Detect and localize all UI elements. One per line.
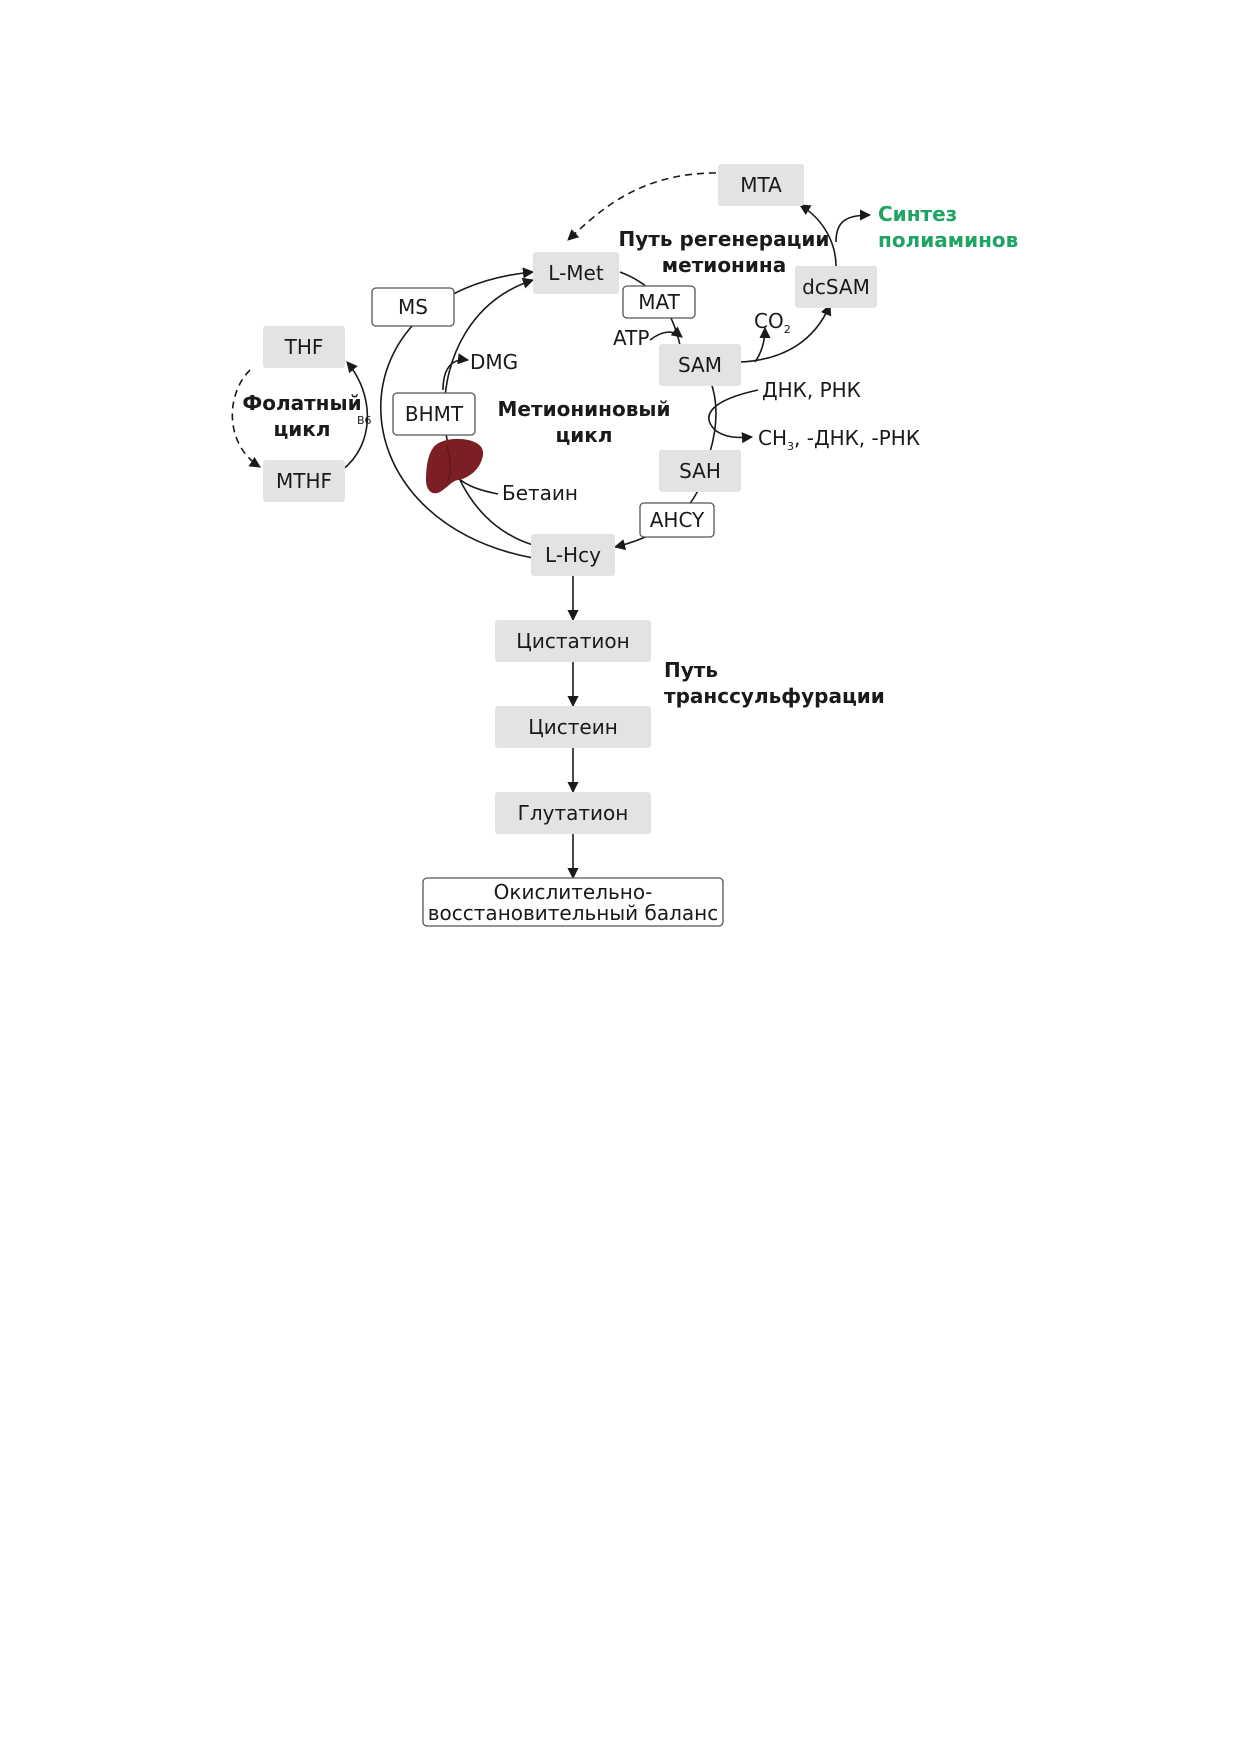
transsulfuration-line1: Путь <box>664 658 718 682</box>
polyamine-synthesis-line2: полиаминов <box>878 228 1018 252</box>
liver-icon <box>426 438 484 494</box>
node-lmet-label: L-Met <box>548 261 604 285</box>
node-mta-label: MTA <box>740 173 782 197</box>
ch3-suffix: , -ДНК, -РНК <box>794 426 920 450</box>
enzyme-ahcy-label: AHCY <box>650 508 705 532</box>
redox-line2: восстановительный баланс <box>428 901 718 925</box>
node-cystathionine: Цистатион <box>495 620 651 662</box>
node-lhcy: L-Hcy <box>531 534 615 576</box>
node-cysteine: Цистеин <box>495 706 651 748</box>
node-lhcy-label: L-Hcy <box>545 543 601 567</box>
transsulfuration-line2: транссульфурации <box>664 684 885 708</box>
node-cystathionine-label: Цистатион <box>516 629 629 653</box>
enzyme-bhmt: BHMT <box>392 392 476 436</box>
betaine-label: Бетаин <box>502 481 578 505</box>
enzyme-bhmt-label: BHMT <box>405 402 464 426</box>
arrow-sam-to-dcsam <box>739 303 832 363</box>
ch3-text: CH <box>758 426 787 450</box>
node-cysteine-label: Цистеин <box>528 715 618 739</box>
node-dcsam-label: dcSAM <box>802 275 870 299</box>
node-sam-label: SAM <box>678 353 722 377</box>
arrow-atp <box>649 326 683 341</box>
methylated-dna-rna-label: CH3, -ДНК, -РНК <box>758 426 920 453</box>
co2-label: CO2 <box>754 309 791 336</box>
enzyme-ms: MS <box>371 287 455 327</box>
methionine-cycle-line1: Метиониновый <box>498 397 671 421</box>
vitamin-b6-label: B6 <box>357 414 372 427</box>
node-sah: SAH <box>659 450 741 492</box>
node-mthf-label: MTHF <box>276 469 332 493</box>
redox-line1: Окислительно- <box>494 880 653 904</box>
arrow-polyamines <box>835 209 872 243</box>
arrow-sam-to-sah <box>709 379 717 453</box>
node-glutathione-label: Глутатион <box>518 801 629 825</box>
node-mta: MTA <box>718 164 804 206</box>
dna-rna-label: ДНК, РНК <box>762 378 861 402</box>
enzyme-mat-label: MAT <box>638 290 680 314</box>
node-dcsam: dcSAM <box>795 266 877 308</box>
ch3-subscript: 3 <box>787 440 794 453</box>
node-redox-balance: Окислительно- восстановительный баланс <box>422 877 724 927</box>
regen-pathway-line1: Путь регенерации <box>619 227 830 251</box>
node-thf: THF <box>263 326 345 368</box>
polyamine-synthesis-line1: Синтез <box>878 202 957 226</box>
node-mthf: MTHF <box>263 460 345 502</box>
arrow-dcsam-to-mta <box>799 204 837 267</box>
folate-cycle-line2: цикл <box>273 417 330 441</box>
folate-cycle-line1: Фолатный <box>242 391 361 415</box>
node-thf-label: THF <box>284 335 324 359</box>
co2-subscript: 2 <box>784 323 791 336</box>
arrow-mta-to-lmet <box>567 172 717 241</box>
arrow-dmg <box>442 353 470 391</box>
node-glutathione: Глутатион <box>495 792 651 834</box>
node-lmet: L-Met <box>533 252 619 294</box>
regen-pathway-line2: метионина <box>662 253 786 277</box>
dmg-label: DMG <box>470 350 518 374</box>
arrow-co2 <box>754 326 771 363</box>
arrow-thf-to-mthf <box>231 369 261 468</box>
enzyme-ms-label: MS <box>398 295 428 319</box>
node-sam: SAM <box>659 344 741 386</box>
arrow-mthf-to-thf <box>341 361 369 471</box>
enzyme-mat: MAT <box>622 285 696 319</box>
methyl-branch <box>708 389 759 444</box>
arrow-ms-hcy-to-met <box>379 267 535 559</box>
node-sah-label: SAH <box>679 459 721 483</box>
methionine-cycle-line2: цикл <box>555 423 612 447</box>
co2-text: CO <box>754 309 784 333</box>
atp-label: ATP <box>613 326 649 350</box>
enzyme-ahcy: AHCY <box>639 502 715 538</box>
